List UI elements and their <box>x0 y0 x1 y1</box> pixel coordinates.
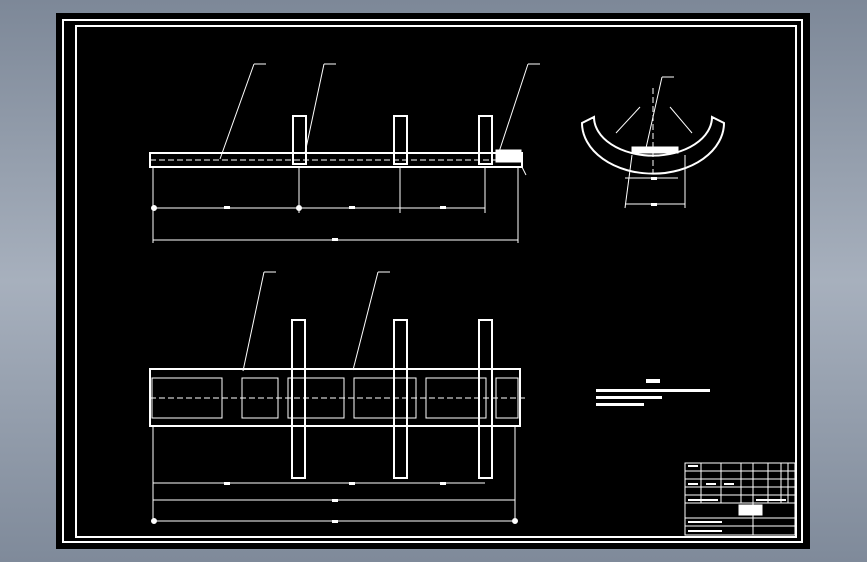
plan-view <box>149 271 526 524</box>
outer-frame <box>62 19 803 543</box>
inner-frame <box>75 25 797 538</box>
cad-drawing-sheet <box>56 13 810 549</box>
title-block <box>684 462 796 536</box>
cad-drawing <box>62 19 803 543</box>
technical-notes <box>596 379 710 406</box>
side-view <box>580 76 726 209</box>
front-view <box>149 63 540 243</box>
